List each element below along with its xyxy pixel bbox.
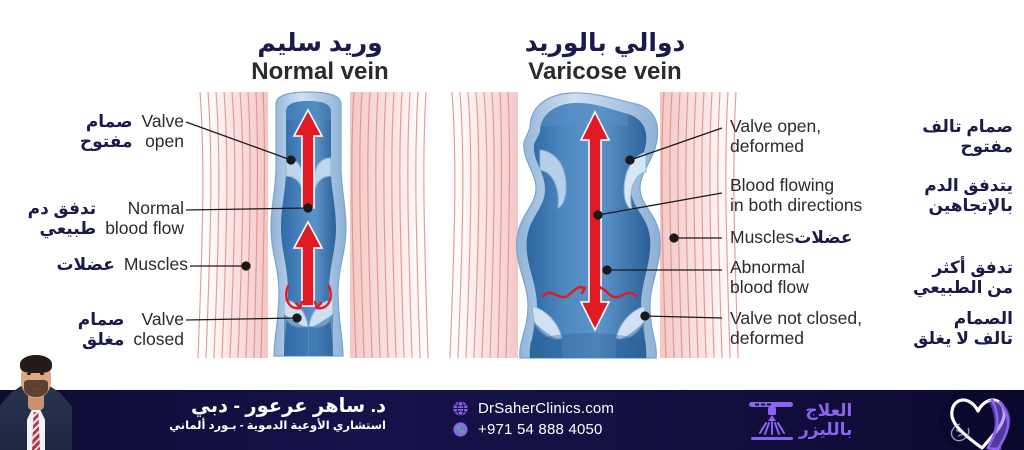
label-muscles-normal-english: Muscles bbox=[123, 254, 188, 274]
varicose-bidirectional-arrow bbox=[579, 110, 611, 332]
label-normal-blood-flow-arabic: تدفق دم طبيعي bbox=[27, 199, 97, 238]
heart-legs-logo-icon bbox=[950, 398, 1011, 450]
clinic-logo bbox=[930, 390, 1024, 450]
label-muscles-normal-arabic: عضلات bbox=[56, 255, 115, 274]
varicose-vein-vessel bbox=[515, 92, 661, 359]
label-valve-open: صمام مفتوح Valve open bbox=[0, 111, 184, 151]
label-valve-open-deformed-english: Valve open, deformed bbox=[730, 116, 822, 156]
doctor-photo bbox=[0, 338, 72, 450]
label-blood-both-directions-english: Blood flowing in both directions bbox=[730, 175, 863, 215]
laser-device-icon bbox=[749, 402, 793, 440]
normal-vein-title-english: Normal vein bbox=[251, 57, 389, 85]
label-abnormal-blood-flow-arabic: تدفق أكثر من الطبيعي bbox=[913, 258, 1013, 297]
label-valve-closed-english: Valve closed bbox=[133, 309, 184, 349]
globe-icon bbox=[453, 400, 468, 417]
label-muscles-varicose-arabic: عضلات bbox=[794, 228, 853, 247]
label-muscles-normal: عضلات Muscles bbox=[0, 254, 188, 275]
footer-background bbox=[0, 390, 1024, 450]
normal-flow-arrow-upper bbox=[292, 108, 324, 209]
varicose-vein-title: دوالي بالوريد Varicose vein bbox=[480, 29, 730, 85]
label-valve-closed: صمام مغلق Valve closed bbox=[0, 309, 184, 349]
doctor-hair bbox=[20, 355, 52, 373]
varicose-vein-title-english: Varicose vein bbox=[528, 57, 682, 85]
footer-bar: د. ساهر عرعور - دبي استشاري الأوعية الدم… bbox=[0, 390, 1024, 450]
muscle-fibers-varicose-left bbox=[448, 92, 518, 358]
laser-treatment-block: العلاج بالليزر bbox=[745, 396, 860, 444]
label-valve-open-arabic: صمام مفتوح bbox=[79, 112, 133, 151]
website-text: DrSaherClinics.com bbox=[478, 400, 615, 417]
doctor-identity: د. ساهر عرعور - دبي استشاري الأوعية الدم… bbox=[86, 390, 386, 450]
label-valve-open-english: Valve open bbox=[141, 111, 184, 151]
muscle-fibers-normal-right bbox=[350, 92, 436, 358]
varicose-vein-title-arabic: دوالي بالوريد bbox=[524, 29, 686, 57]
label-blood-both-directions: Blood flowing in both directions يتدفق ا… bbox=[730, 175, 1022, 215]
phone-icon bbox=[453, 422, 468, 437]
label-valve-not-closed-english: Valve not closed, deformed bbox=[730, 308, 862, 348]
doctor-eye-right bbox=[40, 373, 44, 375]
label-normal-blood-flow: تدفق دم طبيعي Normal blood flow bbox=[0, 198, 184, 238]
doctor-tie bbox=[32, 412, 40, 450]
normal-vein-title: وريد سليم Normal vein bbox=[200, 29, 440, 85]
contact-block: DrSaherClinics.com +971 54 888 4050 bbox=[452, 398, 614, 440]
doctor-eye-left bbox=[27, 373, 31, 375]
label-abnormal-blood-flow-english: Abnormal blood flow bbox=[730, 257, 809, 297]
laser-treatment-text: العلاج بالليزر bbox=[799, 400, 853, 439]
label-normal-blood-flow-english: Normal blood flow bbox=[105, 198, 184, 238]
website-line[interactable]: DrSaherClinics.com bbox=[452, 398, 614, 419]
label-valve-open-deformed: Valve open, deformed صمام تالف مفتوح bbox=[730, 116, 1022, 156]
phone-line[interactable]: +971 54 888 4050 bbox=[452, 419, 614, 440]
label-abnormal-blood-flow: Abnormal blood flow تدفق أكثر من الطبيعي bbox=[730, 257, 1022, 297]
valve-eddy-arrows-normal bbox=[285, 284, 332, 310]
label-valve-open-deformed-arabic: صمام تالف مفتوح bbox=[922, 117, 1013, 156]
muscle-fibers-normal-left bbox=[196, 92, 268, 358]
doctor-subtitle: استشاري الأوعية الدموية - بـورد ألماني bbox=[169, 420, 386, 433]
label-blood-both-directions-arabic: يتدفق الدم بالإتجاهين bbox=[924, 176, 1013, 215]
label-muscles-varicose: Muscles عضلات bbox=[730, 227, 930, 248]
doctor-mouth bbox=[32, 388, 41, 390]
label-muscles-varicose-english: Muscles bbox=[730, 227, 795, 247]
label-valve-not-closed: Valve not closed, deformed الصمام تالف ل… bbox=[730, 308, 1022, 348]
doctor-name: د. ساهر عرعور - دبي bbox=[190, 395, 386, 417]
normal-vein-vessel bbox=[270, 91, 347, 357]
label-valve-closed-arabic: صمام مغلق bbox=[77, 310, 125, 349]
phone-text: +971 54 888 4050 bbox=[478, 421, 603, 438]
abnormal-flow-wavy-arrows bbox=[541, 285, 638, 299]
doctor-name-block: د. ساهر عرعور - دبي استشاري الأوعية الدم… bbox=[169, 395, 386, 434]
leader-lines bbox=[185, 121, 723, 323]
normal-vein-title-arabic: وريد سليم bbox=[257, 29, 383, 57]
label-valve-not-closed-arabic: الصمام تالف لا يغلق bbox=[913, 309, 1013, 348]
normal-flow-arrow-lower bbox=[292, 220, 324, 307]
